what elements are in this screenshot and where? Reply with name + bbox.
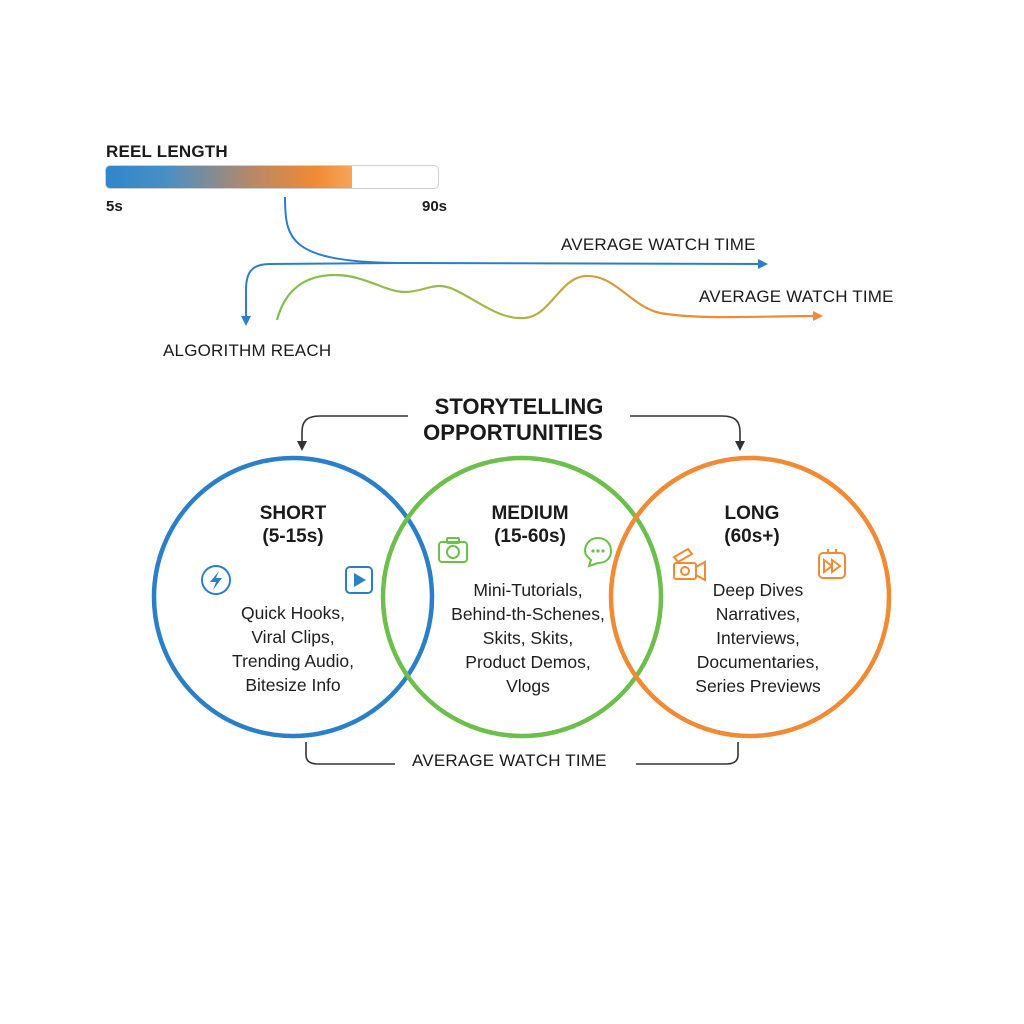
medium-items: Mini-Tutorials, Behind-th-Schenes, Skits… bbox=[418, 578, 638, 698]
list-item: Trending Audio, bbox=[232, 651, 354, 671]
title-bracket-right-arrowhead bbox=[735, 441, 745, 451]
list-item: Interviews, bbox=[716, 628, 800, 648]
list-item: Mini-Tutorials, bbox=[473, 580, 583, 600]
long-items: Deep Dives Narratives, Interviews, Docum… bbox=[648, 578, 868, 698]
section-title-line2: OPPORTUNITIES bbox=[423, 420, 603, 445]
long-subtitle: (60s+) bbox=[724, 526, 780, 547]
title-bracket-right bbox=[630, 415, 741, 444]
lightning-icon bbox=[201, 565, 231, 595]
watch-time-label-right: AVERAGE WATCH TIME bbox=[699, 287, 894, 306]
section-title-line1: STORYTELLING bbox=[434, 394, 604, 419]
video-camera-icon bbox=[672, 547, 706, 582]
title-bracket-left bbox=[301, 415, 408, 444]
short-circle bbox=[151, 455, 435, 739]
slider-min-label: 5s bbox=[106, 198, 123, 215]
play-icon bbox=[345, 566, 373, 594]
medium-subtitle: (15-60s) bbox=[494, 526, 566, 547]
bottom-bracket-right bbox=[636, 742, 739, 765]
reel-length-slider-fill bbox=[106, 166, 352, 188]
reach-arrowhead bbox=[241, 316, 251, 326]
reel-length-title: REEL LENGTH bbox=[106, 142, 228, 161]
watch-time-label-top: AVERAGE WATCH TIME bbox=[561, 235, 756, 254]
medium-title: MEDIUM bbox=[491, 503, 569, 524]
list-item: Deep Dives bbox=[712, 580, 804, 600]
fast-forward-icon bbox=[818, 549, 846, 579]
bottom-watch-time-label: AVERAGE WATCH TIME bbox=[412, 751, 607, 770]
list-item: Behind-th-Schenes, bbox=[451, 604, 605, 624]
list-item: Skits, Skits, bbox=[482, 628, 574, 648]
algorithm-reach-label: ALGORITHM REACH bbox=[163, 341, 332, 360]
list-item: Product Demos, bbox=[465, 652, 591, 672]
list-item: Quick Hooks, bbox=[240, 603, 346, 623]
reel-length-slider[interactable] bbox=[105, 165, 439, 189]
watchtime-right-arrowhead bbox=[813, 311, 823, 321]
chat-bubble-icon bbox=[583, 536, 613, 568]
long-circle bbox=[608, 455, 892, 739]
long-title: LONG bbox=[724, 503, 780, 524]
list-item: Series Previews bbox=[695, 676, 821, 696]
reach-feedback-line bbox=[245, 262, 401, 318]
watch-time-wave bbox=[275, 273, 816, 321]
list-item: Vlogs bbox=[506, 676, 550, 696]
short-items: Quick Hooks, Viral Clips, Trending Audio… bbox=[183, 601, 403, 697]
bottom-bracket-left bbox=[305, 742, 395, 765]
short-title: SHORT bbox=[259, 503, 327, 524]
title-bracket-left-arrowhead bbox=[297, 441, 307, 451]
list-item: Documentaries, bbox=[696, 652, 820, 672]
list-item: Bitesize Info bbox=[245, 675, 341, 695]
medium-circle bbox=[380, 455, 664, 739]
list-item: Narratives, bbox=[715, 604, 801, 624]
watchtime-top-arrowhead bbox=[758, 259, 768, 269]
camera-icon bbox=[438, 537, 468, 563]
short-subtitle: (5-15s) bbox=[262, 526, 324, 547]
slider-max-label: 90s bbox=[422, 198, 448, 215]
list-item: Viral Clips, bbox=[251, 627, 335, 647]
